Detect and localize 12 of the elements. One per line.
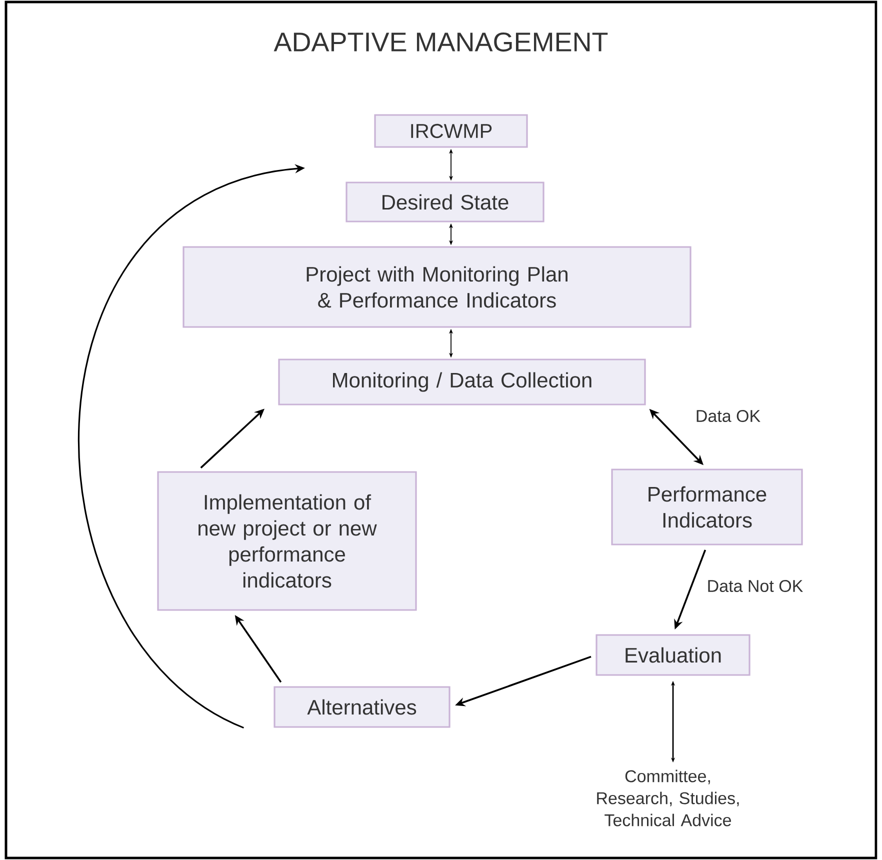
edge-label: Data OK [696,410,760,422]
process-box: Monitoring / Data Collection [278,358,646,406]
process-box: Project with Monitoring Plan & Performance Indicators [182,246,692,328]
note-text: Committee, Research, Studies, Technical Advice [597,770,739,826]
process-box: Alternatives [274,686,450,728]
process-box: Implementation of new project or new performance indicators [157,471,417,611]
process-box: Desired State [346,182,544,222]
process-box: Evaluation [596,634,750,676]
title: ADAPTIVE MANAGEMENT [274,32,608,52]
process-box: Performance Indicators [611,468,803,546]
process-box: IRCWMP [374,114,528,148]
edge-label: Data Not OK [708,580,803,592]
